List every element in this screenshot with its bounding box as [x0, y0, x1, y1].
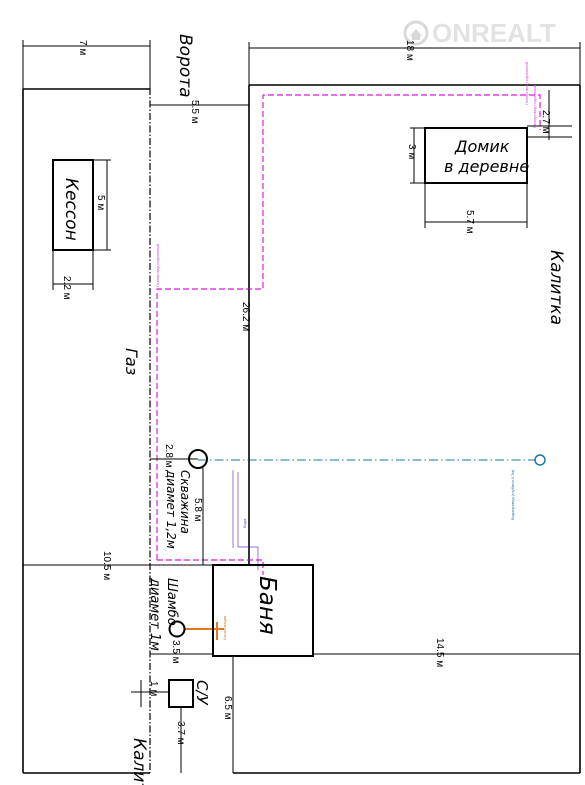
sewer-pipe [184, 622, 224, 640]
dim-house-offset: 2.7 м [540, 110, 551, 134]
bath-building [212, 564, 314, 657]
caisson-label: Кессон [61, 178, 81, 241]
house-label-line1: Домик [454, 137, 510, 156]
gas-annotation-3: Газопровод подземный [532, 85, 537, 128]
gas-pipe [156, 94, 541, 575]
dim-caisson-height: 5 м [95, 195, 106, 210]
caisson-building [52, 159, 94, 251]
dim-toilet-to-wicket: 3.7 м [175, 721, 186, 745]
dim-gate-width: 5.5 м [189, 100, 200, 124]
dim-house-height: 3 м [406, 144, 417, 159]
dim-top-left: 7 м [77, 40, 88, 55]
gates-label: Ворота [175, 34, 195, 98]
dim-well-offset: 2.8 м [163, 444, 174, 468]
water-annotation: Водопровод (глубина 0.7м) [510, 469, 515, 520]
watermark-logo-icon [403, 20, 429, 46]
watermark: ONREALT [403, 18, 556, 48]
labels: Ворота Газ Калитка Калит Кессон Домик в … [61, 34, 566, 785]
sewer-annotation: Канализация [222, 616, 227, 640]
bath-pipe-annotation: Вода [242, 518, 247, 528]
dim-long-run: 26.2 м [240, 302, 251, 331]
wicket-bottom-label: Калит [129, 738, 149, 785]
septic-icon [168, 620, 186, 638]
dimension-lines [22, 40, 581, 773]
gas-annotation-1: Газопровод подземный [155, 244, 160, 287]
toilet-building [168, 679, 194, 708]
dim-septic-gap: 3.5 м [170, 640, 181, 664]
gas-pipe-thin [232, 470, 259, 570]
dim-right-span: 14.5 м [434, 638, 445, 667]
dim-left-span: 10.5 м [101, 551, 112, 580]
dim-house-width: 5.7 м [464, 210, 475, 234]
toilet-label: С/У [193, 680, 211, 706]
house-label-line2: в деревне [444, 157, 529, 176]
dim-toilet-size: 1 м [148, 681, 159, 696]
watermark-text: ONREALT [432, 18, 556, 48]
wicket-right-label: Калитка [546, 250, 566, 325]
gas-annotation-2: Газопровод подземный [524, 62, 529, 105]
septic-label: Шамбо [164, 578, 179, 626]
dimension-texts: 7 м 18 м 5.5 м 2.7 м 3 м 5.7 м 5 м 2.2 м… [61, 40, 551, 745]
bath-label: Баня [254, 576, 280, 635]
septic-diameter-label: диамет 1м [147, 577, 162, 651]
watermark-house-icon [410, 29, 422, 40]
well-diameter-label: диамет 1,2м [164, 469, 178, 549]
gas-label: Газ [122, 348, 141, 375]
dim-bath-to-toilet: 6.5 м [222, 696, 233, 720]
pipe-annotations: Газопровод подземный Газопровод подземны… [155, 62, 537, 640]
house-building [424, 127, 528, 184]
well-label: Скважина [178, 470, 192, 534]
water-source-marker [534, 454, 546, 466]
dim-top-right: 18 м [404, 40, 415, 61]
dim-well-to-bath: 5.8 м [192, 498, 203, 522]
dim-caisson-width: 2.2 м [61, 276, 72, 300]
